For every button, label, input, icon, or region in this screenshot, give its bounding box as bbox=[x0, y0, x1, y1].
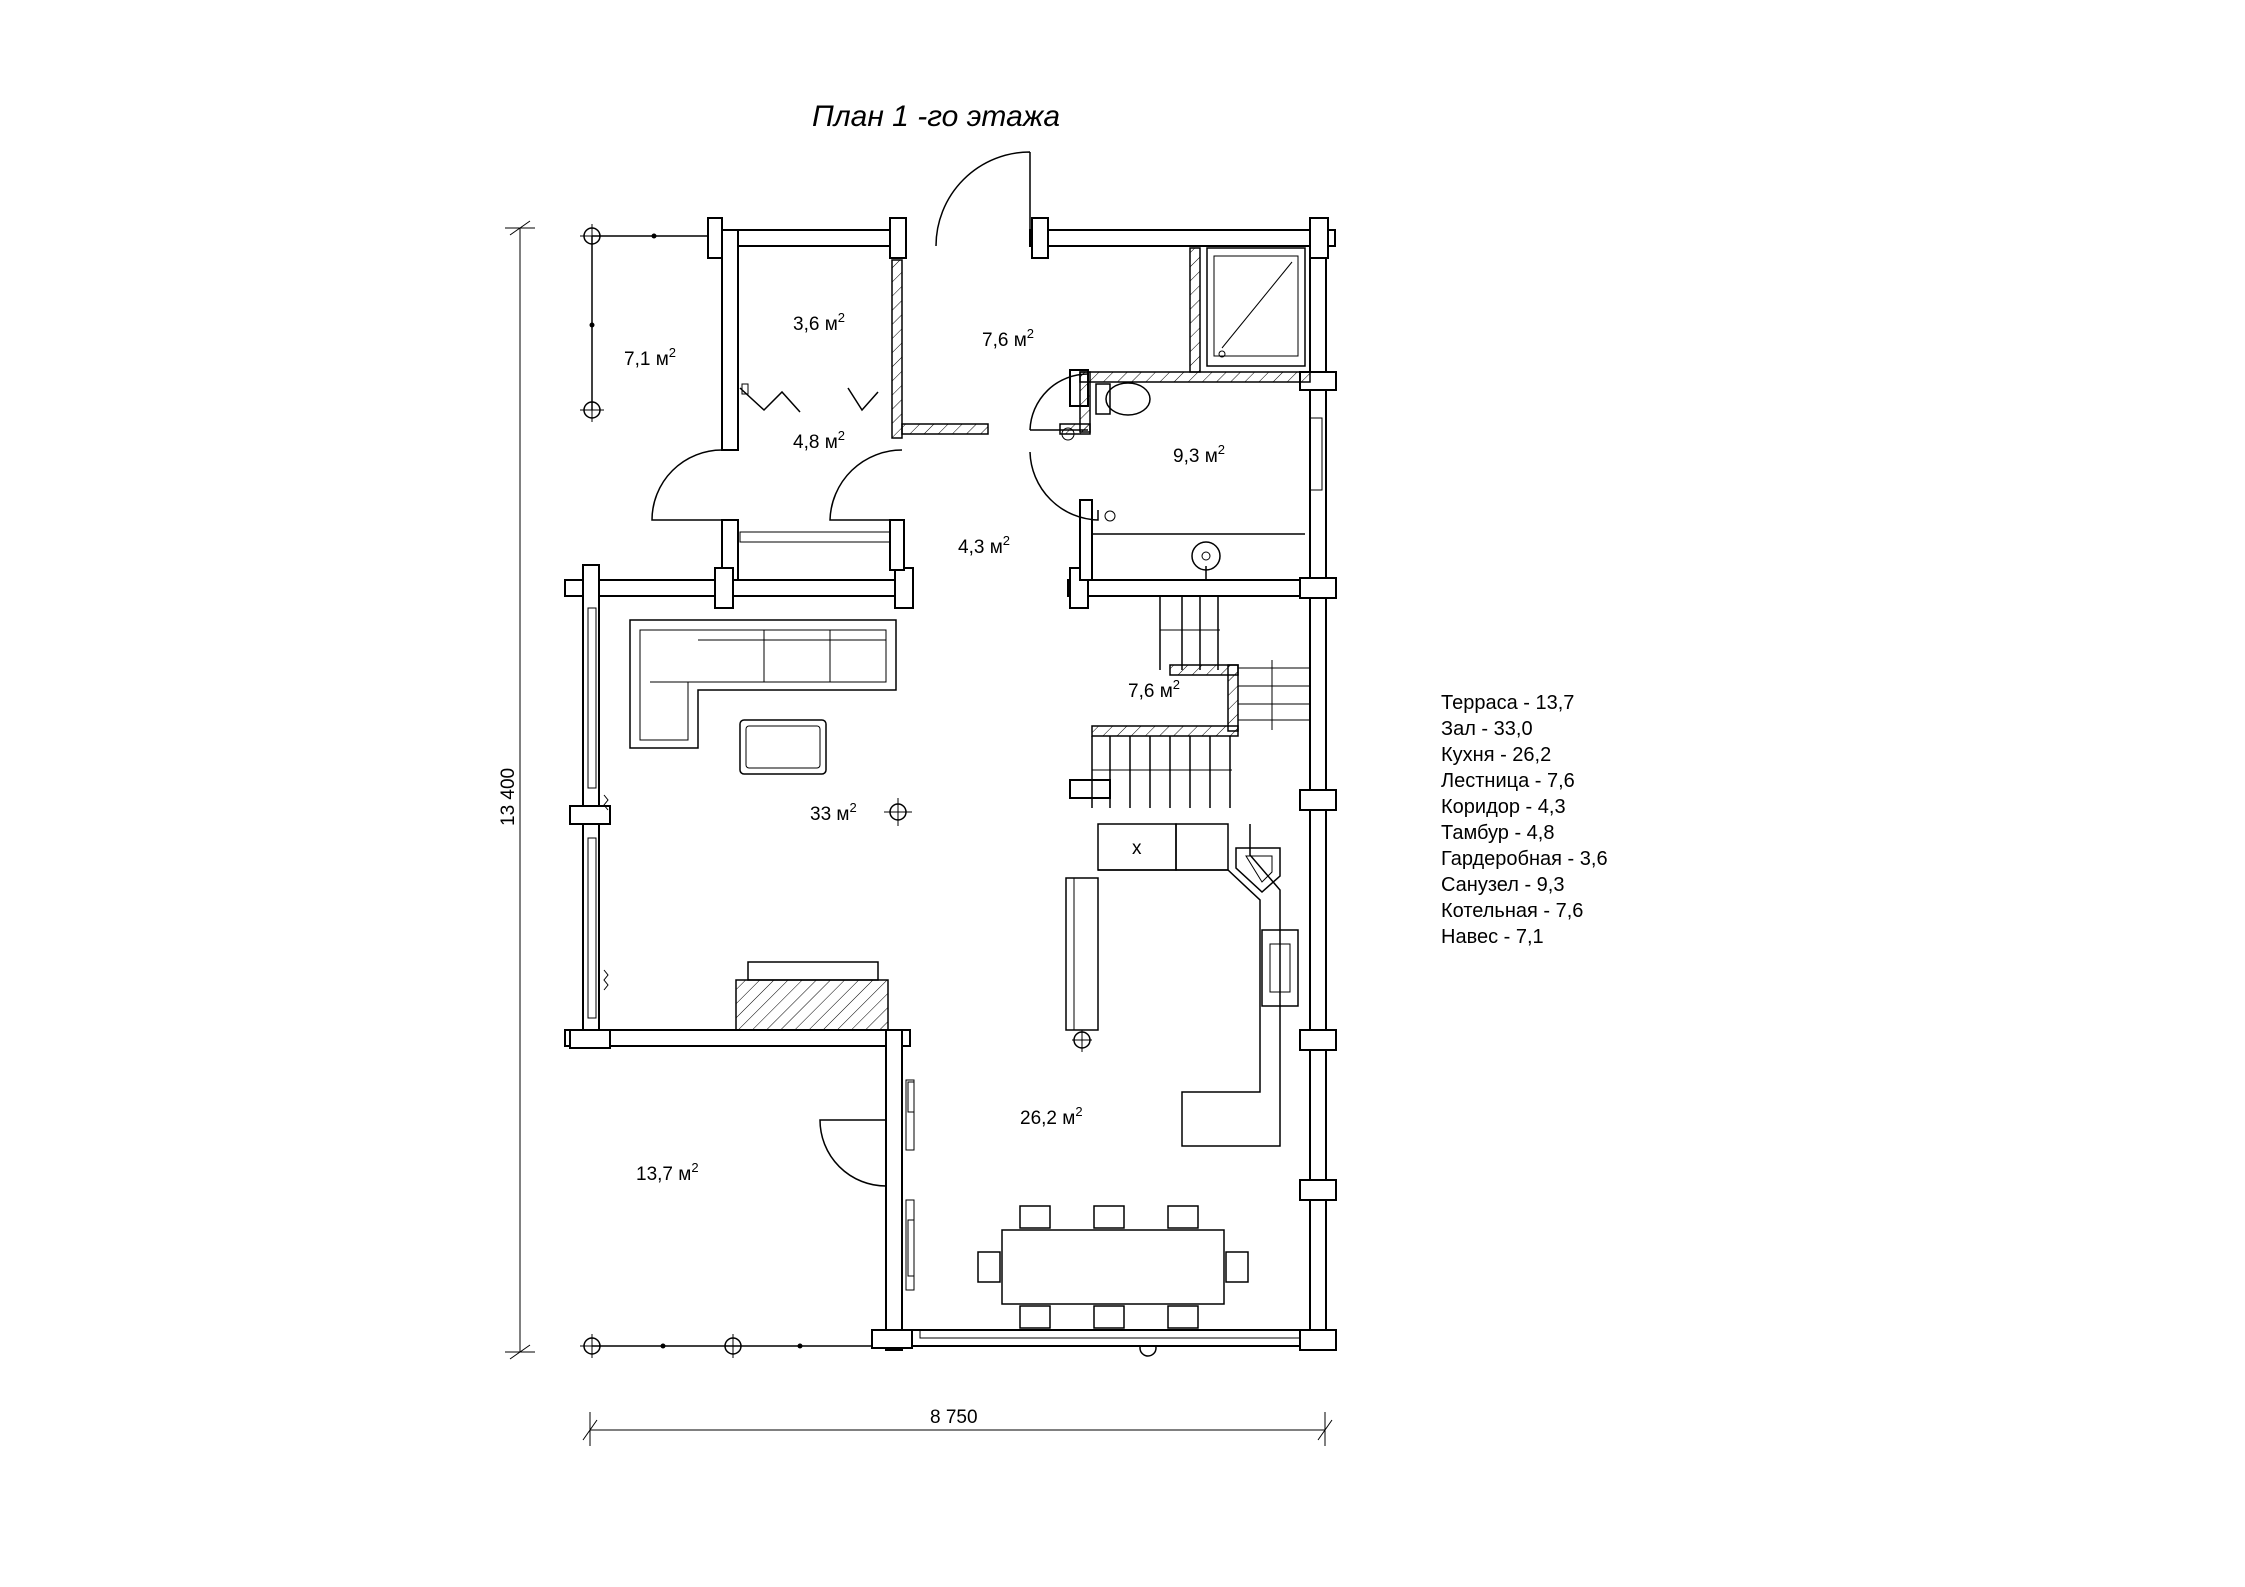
dimension-horizontal: 8 750 bbox=[582, 1407, 1333, 1446]
plan-title: План 1 -го этажа bbox=[812, 100, 1060, 133]
room-area-garderobnaya: 3,6 м2 bbox=[793, 310, 845, 335]
room-area-sanuzel: 9,3 м2 bbox=[1173, 442, 1225, 467]
canopy-structure bbox=[580, 224, 722, 422]
wardrobe-folding-doors bbox=[739, 383, 879, 413]
shower-cabin bbox=[1206, 247, 1306, 367]
stove-mark: x bbox=[1132, 838, 1142, 859]
boiler-fixtures bbox=[1061, 427, 1116, 522]
dining-table bbox=[977, 1205, 1249, 1329]
dimension-height-label: 13 400 bbox=[498, 768, 519, 826]
room-area-tambur: 4,8 м2 bbox=[793, 428, 845, 453]
legend-item: Котельная - 7,6 bbox=[1441, 900, 1584, 922]
room-area-kuhnya: 26,2 м2 bbox=[1020, 1104, 1083, 1129]
dimension-width-label: 8 750 bbox=[930, 1407, 978, 1428]
legend-item: Тамбур - 4,8 bbox=[1441, 822, 1555, 844]
legend-item: Лестница - 7,6 bbox=[1441, 770, 1575, 792]
sink bbox=[1191, 541, 1221, 580]
legend-item: Гардеробная - 3,6 bbox=[1441, 848, 1608, 870]
room-area-kotelnaya: 7,6 м2 bbox=[982, 326, 1034, 351]
corner-sofa bbox=[629, 619, 897, 749]
zal-radiators bbox=[603, 794, 609, 991]
room-area-terrasa: 13,7 м2 bbox=[636, 1160, 699, 1185]
dimension-vertical: 13 400 bbox=[498, 220, 535, 1360]
coffee-table bbox=[739, 719, 827, 775]
zal-light bbox=[884, 798, 912, 826]
fireplace bbox=[735, 961, 889, 1031]
doors bbox=[651, 151, 1099, 1187]
windows bbox=[587, 417, 1323, 1339]
area-legend: Терраса - 13,7 Зал - 33,0 Кухня - 26,2 Л… bbox=[1441, 690, 1608, 950]
kitchen-counters: x bbox=[1065, 823, 1299, 1147]
staircase bbox=[1091, 596, 1310, 808]
room-area-koridor: 4,3 м2 bbox=[958, 533, 1010, 558]
room-area-naves: 7,1 м2 bbox=[624, 345, 676, 370]
room-area-lestnica: 7,6 м2 bbox=[1128, 677, 1180, 702]
legend-item: Терраса - 13,7 bbox=[1441, 692, 1575, 714]
legend-item: Кухня - 26,2 bbox=[1441, 744, 1552, 766]
interior-partitions bbox=[889, 247, 1311, 581]
legend-item: Зал - 33,0 bbox=[1441, 718, 1533, 740]
legend-item: Санузел - 9,3 bbox=[1441, 874, 1565, 896]
exterior-walls bbox=[564, 217, 1337, 1351]
toilet bbox=[1095, 382, 1151, 416]
room-area-zal: 33 м2 bbox=[810, 800, 857, 825]
kitchen-radiators bbox=[907, 1081, 1290, 1331]
room-area-labels: 3,6 м2 7,6 м2 7,1 м2 4,8 м2 9,3 м2 4,3 м2 7,6 … bbox=[624, 310, 1225, 1185]
legend-item: Навес - 7,1 bbox=[1441, 926, 1544, 948]
legend-item: Коридор - 4,3 bbox=[1441, 796, 1566, 818]
